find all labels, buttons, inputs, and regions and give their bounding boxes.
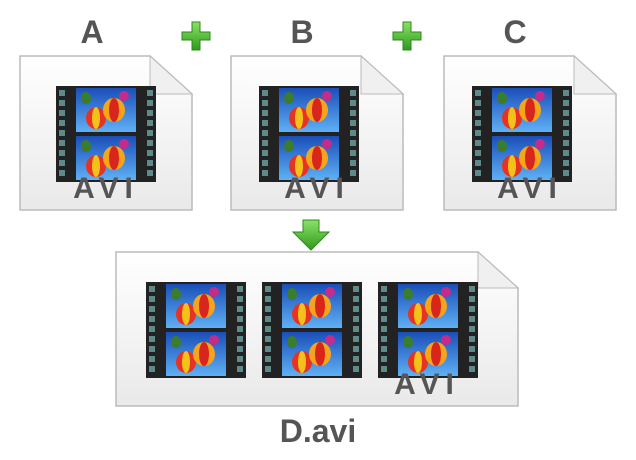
film-strip-icon bbox=[56, 86, 156, 182]
file-b-label: B bbox=[272, 14, 332, 51]
film-strip-icon bbox=[259, 86, 359, 182]
avi-label: AVI bbox=[334, 368, 520, 402]
film-strip-icon bbox=[472, 86, 572, 182]
file-c-label: C bbox=[485, 14, 545, 51]
output-filename: D.avi bbox=[0, 413, 636, 450]
plus-icon bbox=[180, 20, 212, 52]
film-strip-icon bbox=[378, 282, 478, 378]
file-d-icon: AVI bbox=[114, 250, 520, 408]
avi-label: AVI bbox=[229, 172, 405, 206]
arrow-down-icon bbox=[291, 218, 331, 252]
film-strip-icon bbox=[146, 282, 246, 378]
avi-label: AVI bbox=[442, 172, 618, 206]
file-c-icon: AVI bbox=[442, 54, 618, 212]
plus-icon bbox=[391, 20, 423, 52]
file-a-label: A bbox=[62, 14, 122, 51]
film-strip-icon bbox=[262, 282, 362, 378]
avi-label: AVI bbox=[18, 172, 194, 206]
file-b-icon: AVI bbox=[229, 54, 405, 212]
file-a-icon: AVI bbox=[18, 54, 194, 212]
